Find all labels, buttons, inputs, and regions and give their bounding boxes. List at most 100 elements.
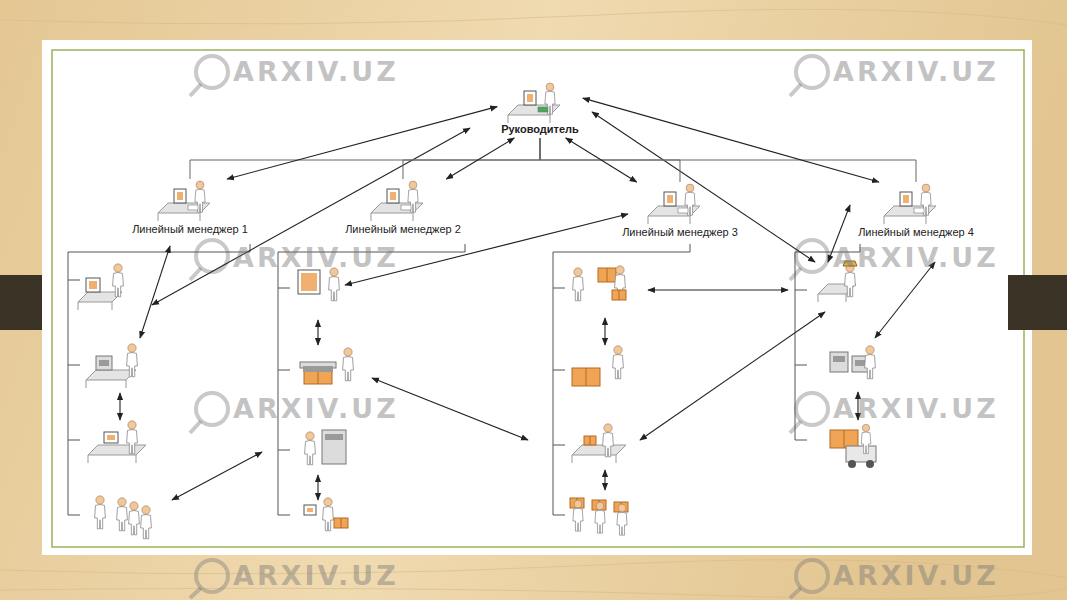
staff-icons [573, 508, 583, 531]
head-node: Руководитель [497, 81, 583, 138]
interaction-arrow [227, 107, 497, 179]
staff-icons [830, 430, 858, 448]
staff-icons [884, 216, 926, 224]
manager-node: Линейный менеджер 3 [618, 182, 742, 241]
staff-icons [664, 192, 676, 206]
staff-icons [546, 83, 554, 91]
staff-icons [618, 504, 626, 512]
staff-icons [830, 424, 876, 468]
watermark-icons [196, 56, 228, 88]
staff-icons [570, 498, 584, 508]
staff-icons [96, 356, 112, 370]
staff-icons [613, 355, 624, 379]
staff-icons [572, 346, 623, 386]
staff-icons [830, 346, 875, 379]
staff-icons [88, 421, 146, 463]
interaction-arrow [583, 98, 879, 182]
wood-grain [0, 9, 1067, 598]
node-caption: Линейный менеджер 2 [345, 223, 461, 236]
staff-icons [922, 184, 930, 192]
staff-icons [95, 496, 152, 539]
hierarchy-line [540, 138, 916, 182]
staff-icons [596, 502, 604, 510]
staff-icons [848, 460, 856, 468]
watermark-icons [796, 560, 828, 592]
staff-icons [95, 505, 106, 529]
staff-icons [830, 352, 848, 372]
interaction-arrows [604, 318, 605, 345]
staff-icons [570, 498, 628, 535]
staff-icons [113, 273, 124, 297]
staff-icons [99, 360, 109, 366]
staff-icons [127, 353, 138, 377]
staff-icons [305, 432, 316, 465]
staff-icons [527, 94, 533, 102]
staff-icons [678, 208, 688, 213]
staff-icons [177, 192, 183, 200]
staff-icons [323, 498, 334, 531]
staff-icons [305, 430, 346, 465]
staff-icons [572, 424, 626, 463]
staff-icons [158, 213, 200, 221]
staff-icons [598, 268, 616, 282]
staff-icons [78, 302, 112, 310]
staff-icons [196, 181, 204, 189]
staff-icons [322, 430, 346, 464]
staff-icons [573, 266, 626, 301]
staff-icons [107, 435, 115, 440]
staff-icons [409, 181, 417, 189]
staff-icons [188, 205, 198, 210]
green-frame [52, 50, 1024, 547]
staff-icons [127, 421, 138, 454]
staff-icons [86, 380, 126, 388]
watermark-icons [196, 240, 228, 272]
staff-icons [334, 518, 348, 528]
staff-icons [174, 189, 186, 203]
staff-icons [604, 424, 612, 432]
staff-icons [113, 264, 124, 297]
interaction-arrows [172, 452, 262, 500]
watermark-icons [190, 421, 201, 433]
staff-icons [617, 504, 627, 535]
staff-brackets [68, 244, 250, 515]
staff-icons [88, 455, 136, 463]
staff-icons [158, 181, 210, 221]
staff-icons [371, 213, 413, 221]
staff-icons [329, 277, 340, 301]
interaction-arrows [119, 393, 120, 420]
watermark-icons [790, 84, 801, 96]
staff-icons [141, 515, 152, 539]
staff-icons [89, 281, 97, 289]
watermark-icons [190, 84, 201, 96]
node-caption: Линейный менеджер 4 [858, 226, 974, 239]
staff-icons [387, 189, 399, 203]
manager-node: Линейный менеджер 4 [854, 182, 978, 241]
staff-icons [595, 502, 605, 533]
staff-icons [307, 508, 313, 512]
watermark-icons [196, 560, 228, 592]
staff-icons [865, 346, 876, 379]
watermark: ARXIV.UZ [833, 560, 999, 592]
staff-icons [95, 496, 106, 529]
staff-icons [390, 192, 396, 200]
staff-icons [300, 348, 353, 384]
staff-icons [508, 83, 560, 123]
staff-brackets [553, 244, 690, 515]
staff-icons [613, 346, 624, 379]
staff-icons [538, 107, 548, 112]
staff-icons [96, 496, 104, 504]
staff-icons [572, 445, 626, 455]
staff-icons [586, 368, 587, 386]
watermark-icons [190, 588, 201, 598]
hierarchy-line [403, 138, 540, 179]
staff-icons [114, 264, 122, 272]
watermark: ARXIV.UZ [233, 56, 399, 88]
staff-icons [298, 270, 320, 294]
staff-icons [324, 498, 332, 506]
node-caption: Руководитель [501, 123, 579, 136]
staff-icons [866, 346, 874, 354]
staff-icons [574, 500, 582, 508]
interaction-arrows [640, 312, 825, 440]
staff-icons [129, 511, 140, 535]
